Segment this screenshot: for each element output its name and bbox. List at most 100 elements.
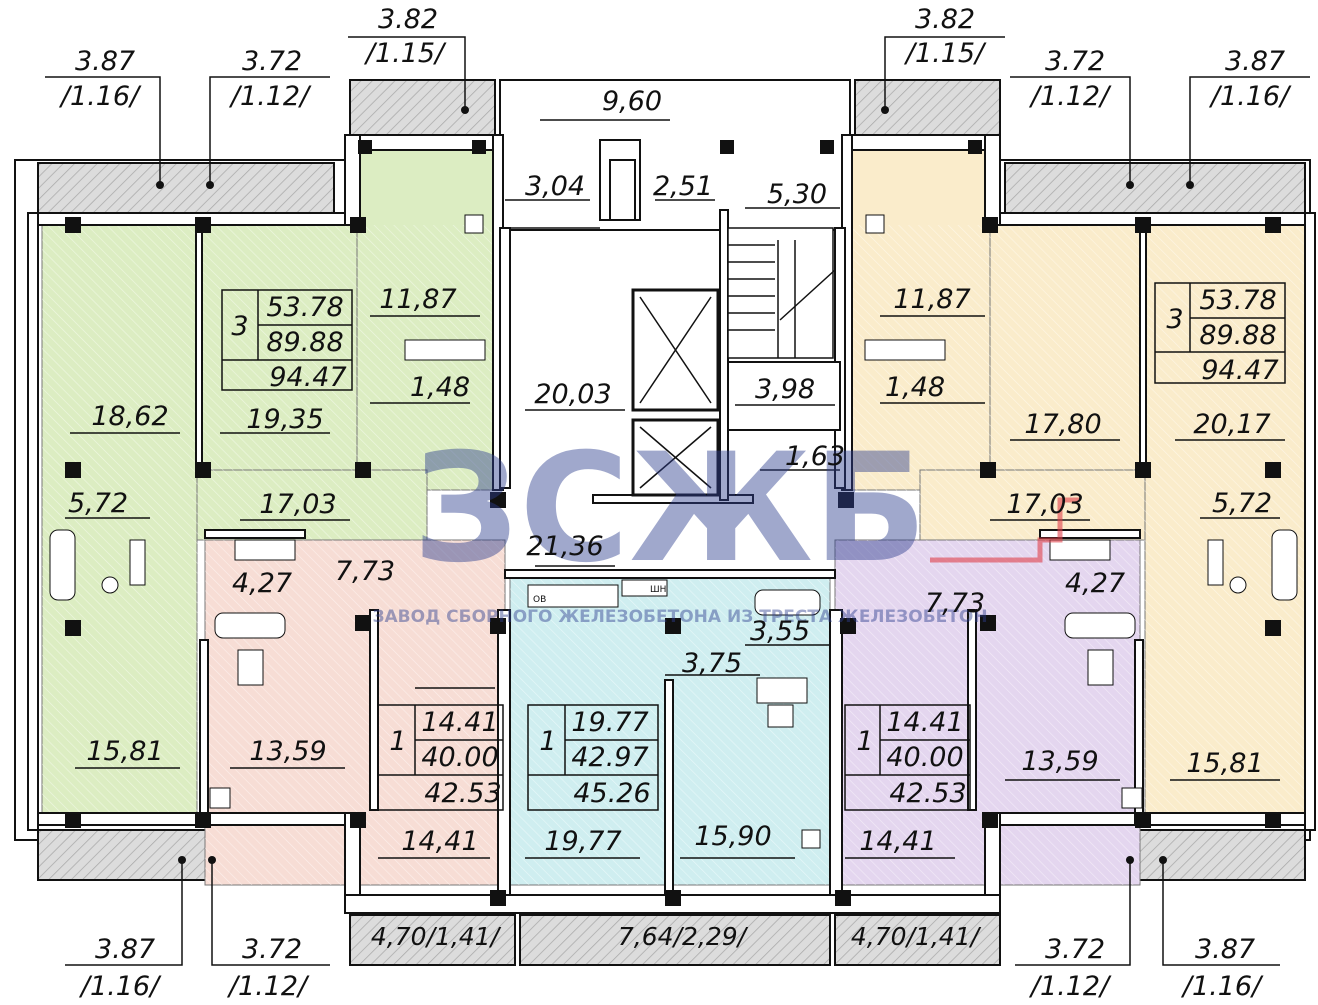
living-area: 14.41 [886, 707, 963, 738]
total-area: 89.88 [266, 327, 343, 358]
balcony-area: 3.87 [1195, 934, 1255, 965]
kitchen-area: 13,59 [1021, 746, 1098, 777]
balcony-reduced-area: /1.15/ [904, 38, 987, 69]
balcony-label-top-right: 3.72 /1.12/ [1029, 46, 1112, 112]
hall-area: 7,73 [925, 588, 985, 619]
summary-box-center-1room [527, 704, 659, 811]
fixtures [49, 214, 1298, 849]
balcony-reduced-area: /1.12/ [1029, 81, 1112, 112]
corridor-top-area: 9,60 [602, 86, 662, 117]
bath-area: 5,72 [1212, 488, 1272, 519]
shaft-area: 1,63 [785, 441, 845, 472]
balcony-reduced-area: /1.12/ [1029, 971, 1112, 1002]
room-area: 20,17 [1193, 409, 1270, 440]
room-area: 14,41 [859, 826, 936, 857]
staircase [727, 227, 841, 431]
distribution-panel-label: ШН [650, 585, 666, 595]
total-area: 42.97 [571, 742, 648, 773]
balcony-reduced-area: /1.15/ [364, 38, 447, 69]
balcony-reduced-area: /1.16/ [59, 81, 142, 112]
summary-box-right-1room [844, 704, 971, 811]
bath-area: 4,27 [232, 568, 292, 599]
apartment-right-3room [849, 149, 1306, 814]
bath-area: 3,55 [750, 616, 810, 647]
room-area: 17,80 [1024, 409, 1101, 440]
rooms-count: 1 [389, 726, 406, 757]
total-area: 40.00 [421, 742, 498, 773]
loggia-bottom-right [834, 914, 1001, 966]
living-area: 53.78 [1199, 285, 1276, 316]
electrical-panel-label: ОВ [533, 595, 546, 605]
balcony-reduced-area: /1.12/ [229, 81, 312, 112]
watermark-accent [930, 497, 1080, 563]
total-area-with-balcony: 45.26 [573, 778, 650, 809]
balcony-area: 3.72 [242, 934, 302, 965]
total-area-with-balcony: 94.47 [1201, 355, 1278, 386]
hall-area: 7,73 [335, 556, 395, 587]
corridor-lines [505, 119, 840, 608]
balcony-label-top-center-left: 3.82 /1.15/ [364, 4, 447, 69]
rooms-count: 3 [1166, 304, 1183, 335]
balcony-area: 3.82 [915, 4, 975, 35]
rooms-count: 1 [539, 726, 556, 757]
balcony-reduced-area: /1.12/ [227, 971, 310, 1002]
vestibule-area: 3,04 [525, 171, 585, 202]
rooms-count: 1 [856, 726, 873, 757]
kitchen-area: 13,59 [249, 736, 326, 767]
balcony-label-top-far-right: 3.87 /1.16/ [1209, 46, 1292, 112]
summary-box-left-1room [377, 704, 504, 811]
loggia-right-area: 4,70/1,41/ [851, 922, 982, 951]
hall-area: 17,03 [259, 489, 336, 520]
total-area: 40.00 [886, 742, 963, 773]
balcony-area: 3.72 [1045, 46, 1105, 77]
balcony-top-center-left [349, 79, 496, 136]
balcony-area: 3.87 [75, 46, 135, 77]
living-area: 19.77 [571, 707, 648, 738]
summary-box-left-3room [221, 289, 353, 391]
balcony-top-right [1004, 162, 1306, 214]
apartment-right-1room [834, 539, 1141, 886]
watermark-logo: ЗСЖБ [413, 422, 928, 596]
total-area: 89.88 [1199, 320, 1276, 351]
hall-area: 3,75 [682, 648, 742, 679]
room-area: 15,81 [86, 736, 163, 767]
common-top-area [499, 79, 851, 231]
elevator-shafts [631, 288, 720, 497]
balcony-label-bottom-right: 3.72 /1.12/ [1029, 934, 1112, 1002]
balcony-reduced-area: /1.16/ [1209, 81, 1292, 112]
label-underlines [65, 315, 1285, 859]
loggia-center-area: 7,64/2,29/ [618, 922, 749, 951]
balcony-reduced-area: /1.16/ [79, 971, 162, 1002]
hall-main-area: 20,03 [534, 379, 611, 410]
balcony-label-bottom-far-right: 3.87 /1.16/ [1181, 934, 1264, 1002]
room-area: 15,81 [1186, 748, 1263, 779]
room-area: 18,62 [91, 401, 168, 432]
balcony-label-top-far-left: 3.87 /1.16/ [59, 46, 142, 112]
bath-area: 4,27 [1065, 568, 1125, 599]
balcony-area: 3.72 [242, 46, 302, 77]
total-area-with-balcony: 42.53 [889, 778, 966, 809]
total-area-with-balcony: 94.47 [269, 362, 346, 393]
stair-landing-area: 5,30 [767, 179, 827, 210]
summary-box-right-3room [1154, 282, 1286, 384]
room-area: 14,41 [401, 826, 478, 857]
balcony-area: 3.82 [378, 4, 438, 35]
balcony-label-top-left: 3.72 /1.12/ [229, 46, 312, 112]
balcony-top-center-right [854, 79, 1001, 136]
elevator-hall-area: 2,51 [653, 171, 713, 202]
room-area: 19,77 [544, 826, 621, 857]
bath-area: 5,72 [68, 488, 128, 519]
kitchen-area: 11,87 [893, 284, 970, 315]
watermark-tagline: ЗАВОД СБОРНОГО ЖЕЛЕЗОБЕТОНА ИЗ ТРЕСТА ЖЕ… [372, 607, 987, 627]
loggia-bottom-center [519, 914, 831, 966]
loggia-bottom-left [349, 914, 516, 966]
corridor-area: 21,36 [526, 531, 603, 562]
loggia-left-area: 4,70/1,41/ [371, 922, 502, 951]
balcony-leaders [45, 36, 1310, 966]
balcony-label-bottom-left: 3.72 /1.12/ [227, 934, 310, 1002]
balcony-label-top-center-right: 3.82 /1.15/ [904, 4, 987, 69]
total-area-with-balcony: 42.53 [424, 778, 501, 809]
balcony-reduced-area: /1.16/ [1181, 971, 1264, 1002]
balcony-area: 3.87 [1225, 46, 1285, 77]
